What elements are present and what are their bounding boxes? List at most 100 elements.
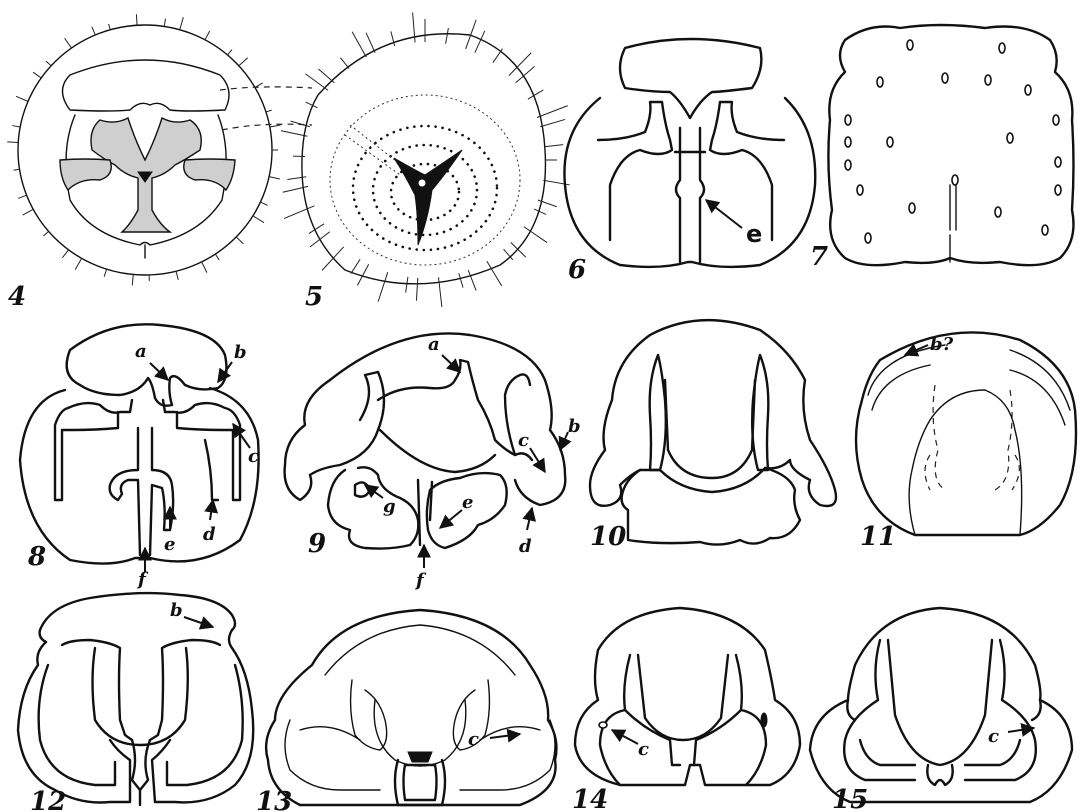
figure-11-diagram	[856, 332, 1076, 535]
figure-8-label-f: f	[136, 569, 149, 590]
figure-14-pore-right	[761, 713, 767, 727]
figure-8-label-a: a	[135, 341, 147, 362]
bristle	[406, 277, 408, 293]
figure-9-label-e: e	[462, 492, 473, 513]
bristle	[23, 209, 34, 215]
bristle	[227, 50, 232, 55]
figure-7-diagram	[828, 25, 1073, 265]
bristle	[62, 250, 68, 258]
figure-4-bristles	[7, 14, 280, 285]
bristle	[236, 237, 243, 244]
bristle	[534, 209, 546, 214]
figure-14-pore-left	[599, 722, 607, 728]
bristle	[540, 119, 565, 126]
figure-8-label-b: b	[234, 342, 247, 363]
bristle	[446, 28, 449, 44]
figure-8-arrow-c	[233, 424, 250, 448]
bristle	[92, 27, 96, 35]
pore	[1025, 85, 1031, 95]
figure-8-arrow-a	[150, 363, 168, 380]
figure-11-number: 11	[860, 522, 896, 552]
figure-9-label-a: a	[428, 334, 440, 355]
bristle	[310, 232, 330, 247]
connector-line-top	[220, 87, 312, 90]
pore	[942, 73, 948, 83]
figure-8-label-e: e	[164, 534, 175, 555]
pore	[999, 43, 1005, 53]
figure-9-number: 9	[308, 529, 326, 559]
bristle	[109, 24, 111, 30]
bristle	[352, 32, 366, 57]
pore	[952, 175, 958, 185]
bristle	[104, 269, 106, 277]
figure-5-number: 5	[305, 282, 323, 312]
figure-14-number: 14	[572, 785, 608, 812]
figure-12-number: 12	[30, 787, 66, 812]
figure-12-label-b: b	[170, 600, 183, 621]
figure-9-label-d: d	[519, 536, 532, 557]
bristle	[180, 17, 184, 30]
bristle	[239, 58, 248, 66]
bristle	[65, 38, 72, 48]
bristle	[266, 110, 272, 112]
figure-9-arrow-b	[560, 432, 568, 450]
bristle	[318, 69, 334, 83]
pore	[865, 233, 871, 243]
figure-15-diagram	[810, 608, 1072, 802]
figure-13-arrow-c	[490, 734, 520, 738]
pore	[1042, 225, 1048, 235]
bristle	[132, 274, 133, 285]
bristle	[378, 272, 388, 301]
bristle	[475, 31, 485, 53]
bristle	[164, 19, 165, 27]
bristle	[544, 145, 563, 147]
figure-9-label-c: c	[518, 430, 529, 451]
figure-14-arrow-c	[612, 730, 638, 744]
figure-5-diagram	[281, 13, 570, 308]
figure-11-label-b: b?	[930, 334, 954, 355]
bristle	[351, 259, 360, 273]
pore	[995, 207, 1001, 217]
bristle	[281, 131, 307, 136]
figure-6-arrow-e	[706, 200, 742, 228]
bristle	[18, 195, 26, 198]
bristle	[12, 126, 20, 127]
pore	[1055, 157, 1061, 167]
bristle	[253, 216, 264, 223]
bristle	[260, 202, 267, 205]
figure-9-label-f: f	[414, 570, 427, 591]
bristle	[176, 271, 178, 280]
figure-9-label-g: g	[383, 496, 396, 517]
bristle	[33, 72, 41, 78]
figure-14-diagram	[575, 608, 800, 785]
connector-line-bottom	[222, 124, 312, 130]
pore	[985, 75, 991, 85]
bristle	[14, 169, 20, 170]
pore	[857, 185, 863, 195]
figure-7-number: 7	[810, 242, 828, 272]
figure-9-arrow-g	[365, 485, 383, 498]
pore	[1055, 185, 1061, 195]
pore	[845, 137, 851, 147]
bristle	[16, 96, 28, 101]
pore	[877, 77, 883, 87]
figure-9-arrow-d	[527, 508, 532, 530]
figure-6-number: 6	[568, 255, 586, 285]
figure-9-label-b: b	[568, 416, 581, 437]
figure-14-label-c: c	[638, 739, 649, 760]
figure-13-number: 13	[256, 787, 292, 812]
figure-8-arrow-d	[210, 500, 213, 520]
bristle	[215, 254, 219, 260]
bristle	[202, 262, 207, 273]
figure-8-label-c: c	[248, 446, 259, 467]
bristle	[537, 106, 568, 118]
pore	[907, 40, 913, 50]
bristle	[322, 247, 344, 271]
figure-4-number: 4	[8, 282, 26, 312]
bristle	[136, 14, 137, 25]
pore	[1053, 115, 1059, 125]
figure-13-label-c: c	[468, 729, 479, 750]
pore	[887, 137, 893, 147]
pore	[845, 160, 851, 170]
